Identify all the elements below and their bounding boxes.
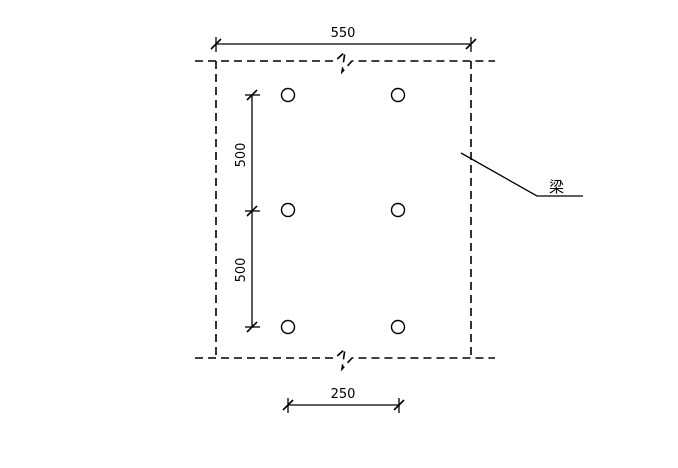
beam-label: 梁 <box>549 178 564 196</box>
bolt-hole <box>280 202 296 218</box>
beam-leader: 梁 <box>460 152 583 197</box>
bolt-hole <box>280 319 296 335</box>
dimension-top-width: 550 <box>210 26 477 52</box>
dimension-vertical-upper-label: 500 <box>234 143 249 168</box>
dimension-horizontal-spacing: 250 <box>282 387 405 413</box>
bolt-holes <box>280 87 406 335</box>
bolt-hole <box>390 87 406 103</box>
bolt-hole <box>280 87 296 103</box>
bolt-hole <box>390 319 406 335</box>
beam-top-edge <box>195 49 495 75</box>
beam-bottom-edge <box>195 346 495 372</box>
beam-outline <box>195 49 495 372</box>
bolt-hole <box>390 202 406 218</box>
dimension-top-width-label: 550 <box>331 26 356 41</box>
dimension-horizontal-spacing-label: 250 <box>331 387 356 402</box>
dimension-vertical-lower-label: 500 <box>234 258 249 283</box>
dimension-vertical: 500 500 <box>234 89 260 333</box>
